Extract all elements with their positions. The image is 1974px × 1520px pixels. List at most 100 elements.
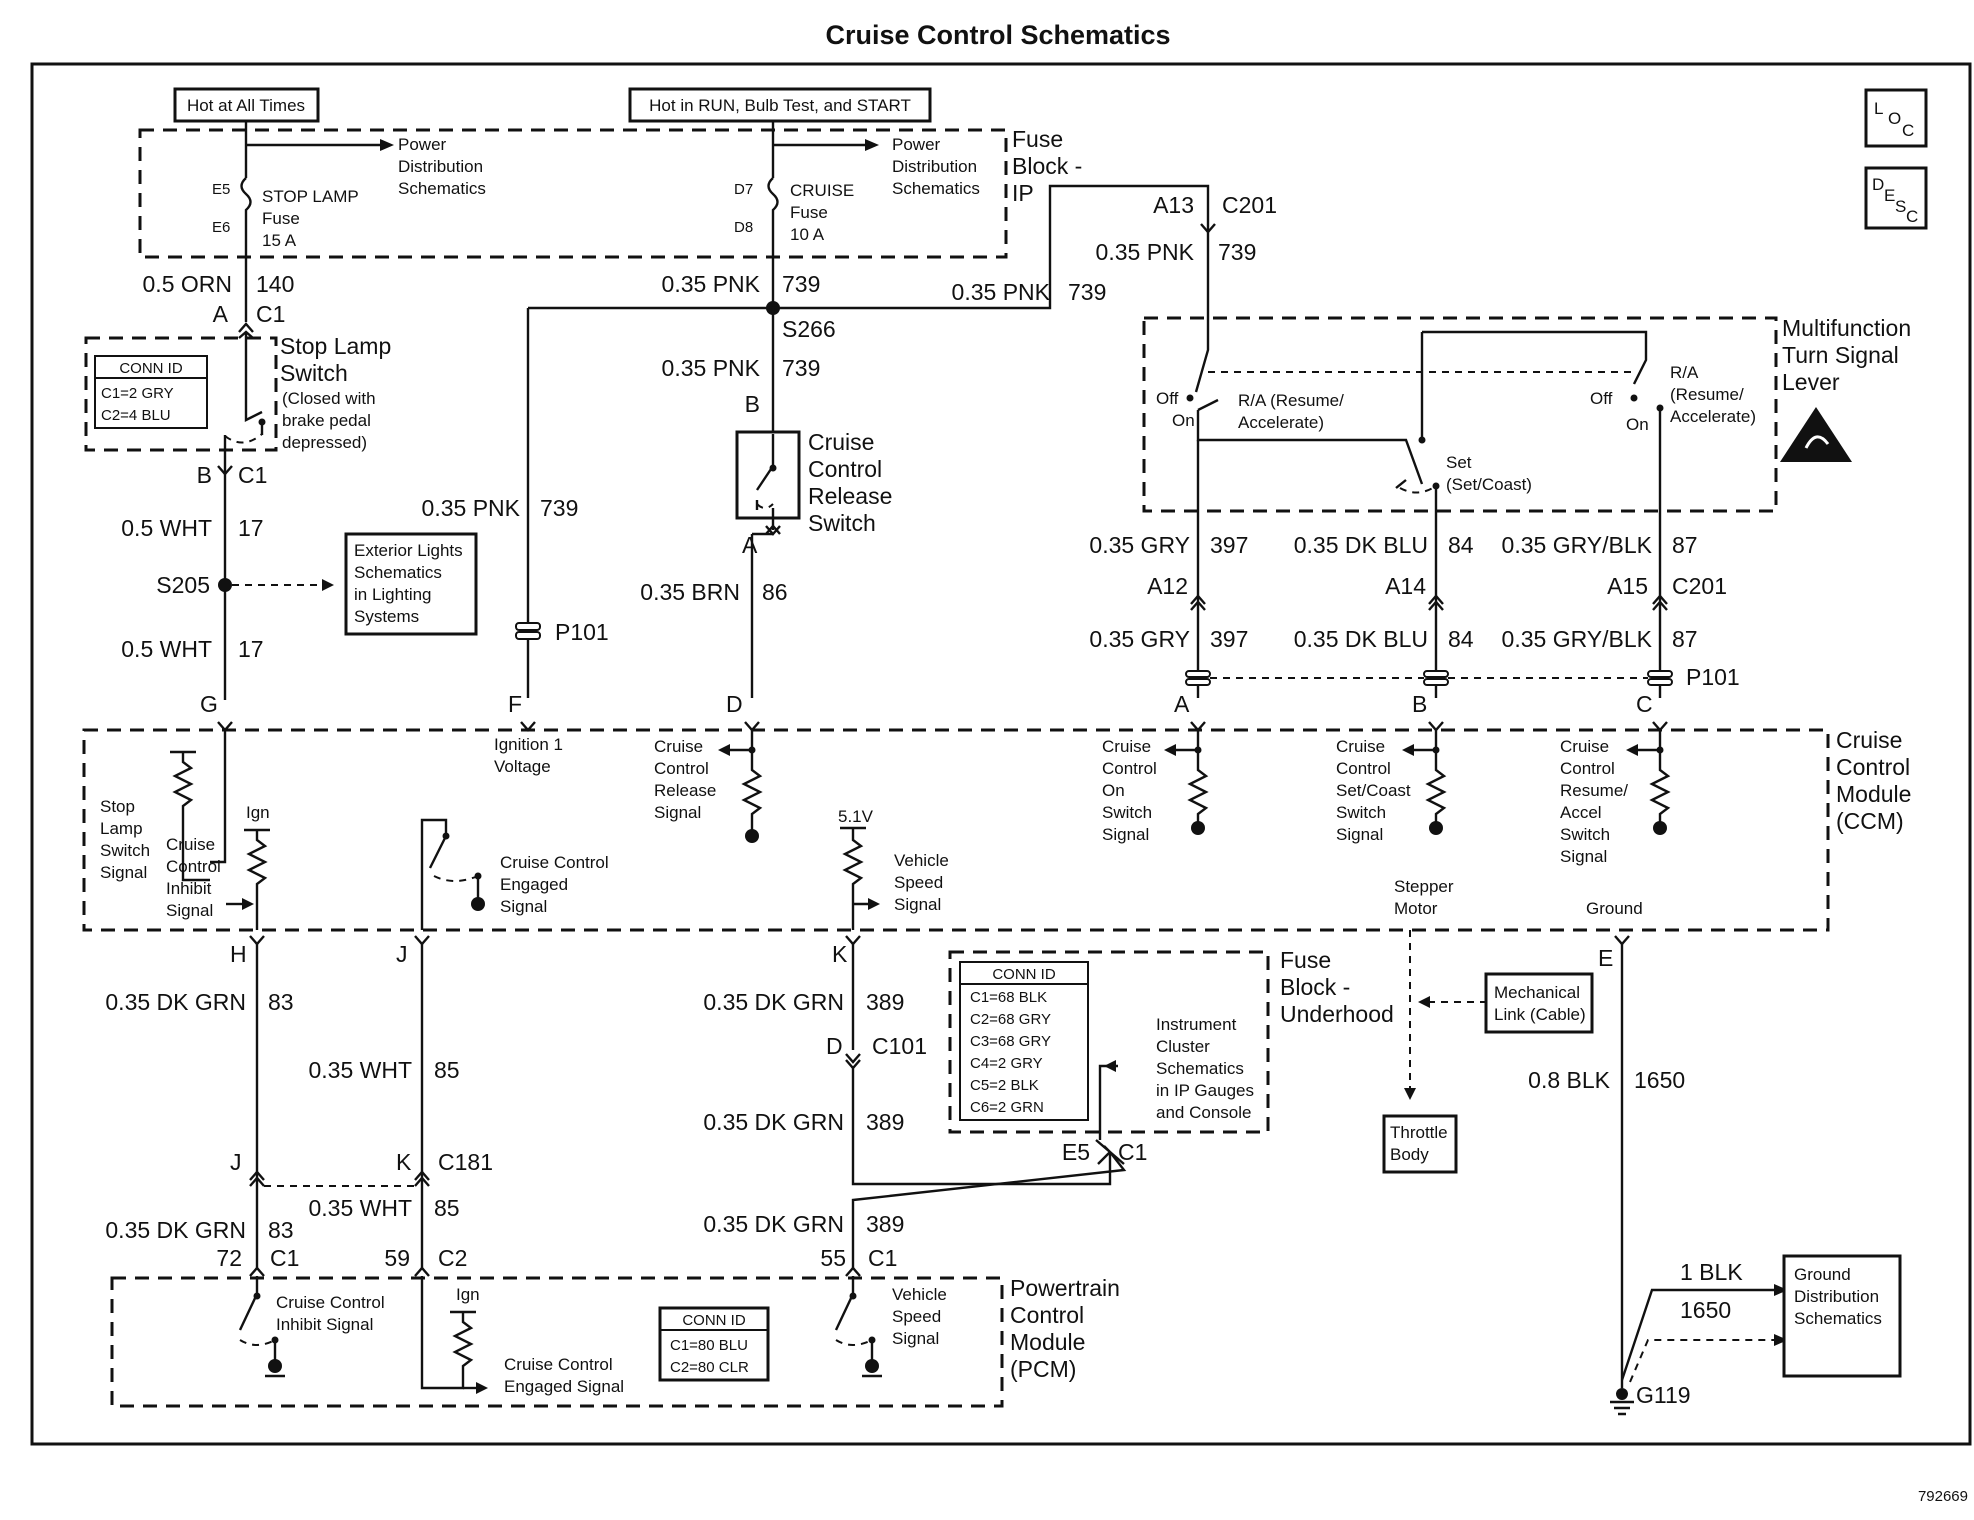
ccm-vss-3: Signal bbox=[894, 895, 941, 914]
p101-right-label: P101 bbox=[1686, 664, 1740, 690]
conn-k-c181-symbol bbox=[414, 1170, 430, 1187]
power-dist-1-line2: Distribution bbox=[398, 157, 483, 176]
svg-text:Systems: Systems bbox=[354, 607, 419, 626]
wire-397b-color: 0.35 GRY bbox=[1089, 626, 1190, 652]
ccm-vss-2: Speed bbox=[894, 873, 943, 892]
ccm-box bbox=[82, 728, 1830, 932]
ccm-release-signal-1: Cruise bbox=[654, 737, 703, 756]
wire-739-trunk bbox=[528, 184, 1210, 318]
conn-j-c181: J bbox=[230, 1149, 242, 1175]
ccm-ignition-voltage-2: Voltage bbox=[494, 757, 551, 776]
mechanical-link-arrow bbox=[1418, 996, 1430, 1008]
ccm-pin-d: D bbox=[726, 691, 743, 717]
ccm-release-signal-3: Release bbox=[654, 781, 716, 800]
pcm-ign-label: Ign bbox=[456, 1285, 480, 1304]
pcm-pin-55-c1: C1 bbox=[868, 1245, 897, 1271]
ccm-5v-label: 5.1V bbox=[838, 807, 874, 826]
svg-text:Distribution: Distribution bbox=[1794, 1287, 1879, 1306]
ccm-set-switch-2: Control bbox=[1336, 759, 1391, 778]
pcm-pin-55: 55 bbox=[820, 1245, 846, 1271]
pcm-pin-72: 72 bbox=[216, 1245, 242, 1271]
pin-e6: E6 bbox=[212, 219, 230, 236]
fbu-conn-id-table: CONN ID C1=68 BLK C2=68 GRY C3=68 GRY C4… bbox=[959, 961, 1089, 1121]
pcm-inhibit-1: Cruise Control bbox=[276, 1293, 385, 1312]
mf-left-off-contact bbox=[1186, 394, 1194, 402]
power-dist-arrow-2 bbox=[865, 139, 879, 151]
power-dist-1-line3: Schematics bbox=[398, 179, 486, 198]
conn-d-label: D bbox=[826, 1033, 843, 1059]
multifunction-lever-box bbox=[1142, 316, 1778, 513]
svg-text:C5=2 BLK: C5=2 BLK bbox=[970, 1077, 1039, 1094]
pcm-label-3: Module bbox=[1010, 1329, 1085, 1355]
splice-s266-label: S266 bbox=[782, 316, 836, 342]
mf-right-ra-label-3: Accelerate) bbox=[1670, 407, 1756, 426]
mf-set-pivot bbox=[1418, 436, 1426, 444]
pcm-engaged-2: Engaged Signal bbox=[504, 1377, 624, 1396]
conn-a-c1-symbol bbox=[238, 322, 254, 333]
svg-text:Hot in RUN, Bulb Test, and STA: Hot in RUN, Bulb Test, and START bbox=[649, 96, 911, 115]
splice-s205-label: S205 bbox=[156, 572, 210, 598]
hot-at-all-times-box: Hot at All Times bbox=[173, 87, 320, 123]
pcm-vss-3: Signal bbox=[892, 1329, 939, 1348]
mf-right-ra-label-2: (Resume/ bbox=[1670, 385, 1744, 404]
mf-right-ra-label-1: R/A bbox=[1670, 363, 1699, 382]
pcm-pin-72-symbol bbox=[249, 1266, 265, 1277]
svg-text:Schematics: Schematics bbox=[1794, 1309, 1882, 1328]
mf-right-off-label: Off bbox=[1590, 389, 1613, 408]
svg-text:C: C bbox=[1906, 207, 1918, 226]
pin-e5: E5 bbox=[212, 181, 230, 198]
svg-text:C4=2 GRY: C4=2 GRY bbox=[970, 1055, 1043, 1072]
fbu-label-3: Underhood bbox=[1280, 1001, 1394, 1027]
ccm-resume-switch-1: Cruise bbox=[1560, 737, 1609, 756]
ccm-release-signal-4: Signal bbox=[654, 803, 701, 822]
wire-739b-color: 0.35 PNK bbox=[952, 279, 1051, 305]
release-switch-link bbox=[756, 503, 774, 509]
conn-k-c181-label: C181 bbox=[438, 1149, 493, 1175]
svg-text:C1=80 BLU: C1=80 BLU bbox=[670, 1337, 748, 1354]
ccm-stop-lamp-signal-3: Switch bbox=[100, 841, 150, 860]
wire-17b-circuit: 17 bbox=[238, 636, 264, 662]
loc-icon[interactable]: L O C bbox=[1864, 88, 1928, 148]
wire-739b-circuit: 739 bbox=[1068, 279, 1106, 305]
pcm-engaged-circuit bbox=[420, 1276, 488, 1394]
mechanical-link-box[interactable]: Mechanical Link (Cable) bbox=[1484, 972, 1594, 1034]
mf-left-switch-blade bbox=[1194, 318, 1210, 393]
wire-389b-color: 0.35 DK GRN bbox=[703, 1109, 844, 1135]
wire-85a-color: 0.35 WHT bbox=[308, 1057, 412, 1083]
conn-b-c1-label: C1 bbox=[238, 462, 267, 488]
ccm-on-switch-2: Control bbox=[1102, 759, 1157, 778]
ground-g119-label: G119 bbox=[1636, 1382, 1691, 1408]
wire-83b-circuit: 83 bbox=[268, 1217, 294, 1243]
cruise-fuse-symbol bbox=[767, 177, 779, 308]
pcm-label-1: Powertrain bbox=[1010, 1275, 1120, 1301]
conn-b-label: B bbox=[197, 462, 212, 488]
s205-arrow bbox=[322, 579, 334, 591]
ground-distribution-box[interactable]: Ground Distribution Schematics bbox=[1782, 1254, 1902, 1378]
fuse-block-ip-label-1: Fuse bbox=[1012, 126, 1063, 152]
ccm-stepper-1: Stepper bbox=[1394, 877, 1454, 896]
exterior-lights-box[interactable]: Exterior Lights Schematics in Lighting S… bbox=[344, 532, 478, 636]
desc-icon[interactable]: D E S C bbox=[1864, 166, 1928, 230]
release-switch-label-3: Release bbox=[808, 483, 892, 509]
conn-a15-c201-label: C201 bbox=[1672, 573, 1727, 599]
mf-left-on-label: On bbox=[1172, 411, 1195, 430]
pcm-pin-59: 59 bbox=[384, 1245, 410, 1271]
wire-85b-circuit: 85 bbox=[434, 1195, 460, 1221]
multifunction-label-3: Lever bbox=[1782, 369, 1840, 395]
stop-lamp-switch-box bbox=[84, 336, 278, 452]
ccm-set-switch-3: Set/Coast bbox=[1336, 781, 1411, 800]
page-title: Cruise Control Schematics bbox=[825, 20, 1170, 50]
ccm-engaged-ground bbox=[471, 897, 485, 911]
ccm-resume-switch-5: Switch bbox=[1560, 825, 1610, 844]
svg-text:S: S bbox=[1895, 197, 1906, 216]
stop-lamp-switch-note-1: (Closed with bbox=[282, 389, 376, 408]
conn-a14-label: A14 bbox=[1385, 573, 1426, 599]
ccm-inhibit-signal-2: Control bbox=[166, 857, 221, 876]
multifunction-label-1: Multifunction bbox=[1782, 315, 1911, 341]
throttle-body-box[interactable]: Throttle Body bbox=[1382, 1114, 1458, 1174]
svg-text:in Lighting: in Lighting bbox=[354, 585, 432, 604]
ccm-engaged-switch bbox=[420, 818, 448, 930]
release-switch-label-4: Switch bbox=[808, 510, 876, 536]
p101-left-label: P101 bbox=[555, 619, 609, 645]
ccm-set-switch-1: Cruise bbox=[1336, 737, 1385, 756]
